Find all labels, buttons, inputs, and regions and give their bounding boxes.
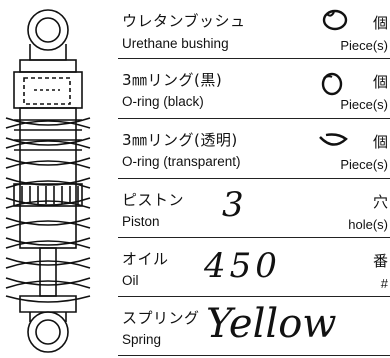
row-divider xyxy=(118,296,390,297)
part-name-jp: オイル xyxy=(122,250,169,268)
unit-jp: 番 xyxy=(372,252,388,270)
row-divider xyxy=(118,118,390,119)
unit-en: Piece(s) xyxy=(340,157,388,172)
part-name-en: O-ring (transparent) xyxy=(122,154,241,169)
handwritten-piston-holes: 3 xyxy=(222,185,244,225)
part-name-jp: 3㎜リング(透明) xyxy=(122,131,238,149)
table-row: 3㎜リング(黒) O-ring (black) 個 Piece(s) xyxy=(118,59,390,118)
part-name-en: O-ring (black) xyxy=(122,94,204,109)
table-row: オイル Oil 450 番 # xyxy=(118,238,390,296)
unit-en: hole(s) xyxy=(348,217,388,232)
part-name-en: Piston xyxy=(122,214,160,229)
table-row: ウレタンブッシュ Urethane bushing 個 Piece(s) xyxy=(118,0,390,58)
table-row: 3㎜リング(透明) O-ring (transparent) 個 Piece(s… xyxy=(118,119,390,178)
o-ring-transparent-icon xyxy=(316,131,350,151)
unit-jp: 個 xyxy=(372,14,388,32)
unit-en: # xyxy=(380,276,388,291)
unit-jp: 個 xyxy=(372,73,388,91)
row-divider xyxy=(118,355,390,356)
row-divider xyxy=(118,58,390,59)
part-name-en: Spring xyxy=(122,332,162,347)
parts-table: ウレタンブッシュ Urethane bushing 個 Piece(s) 3㎜リ… xyxy=(118,0,390,358)
o-ring-black-icon xyxy=(320,71,344,97)
table-row: ピストン Piston 3 穴 hole(s) xyxy=(118,179,390,237)
unit-en: Piece(s) xyxy=(340,38,388,53)
table-row: スプリング Spring Yellow xyxy=(118,297,390,355)
unit-jp: 個 xyxy=(372,133,388,151)
shock-absorber-illustration xyxy=(0,0,118,358)
part-name-en: Urethane bushing xyxy=(122,36,229,51)
part-name-jp: スプリング xyxy=(122,309,200,327)
handwritten-spring-color: Yellow xyxy=(206,301,337,347)
bushing-icon xyxy=(322,8,348,32)
part-name-en: Oil xyxy=(122,273,139,288)
unit-en: Piece(s) xyxy=(340,97,388,112)
row-divider xyxy=(118,237,390,238)
handwritten-oil-weight: 450 xyxy=(204,246,281,286)
part-name-jp: ウレタンブッシュ xyxy=(122,12,246,30)
part-name-jp: 3㎜リング(黒) xyxy=(122,71,223,89)
part-name-jp: ピストン xyxy=(122,191,185,209)
row-divider xyxy=(118,178,390,179)
unit-jp: 穴 xyxy=(372,193,388,211)
